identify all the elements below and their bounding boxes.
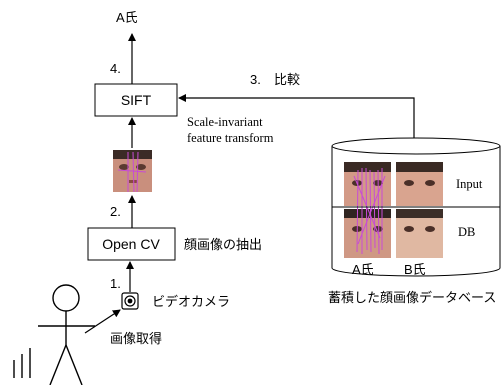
sift-caption-line2: feature transform — [187, 131, 274, 145]
arrow-acquire — [84, 309, 121, 334]
extract-label: 顔画像の抽出 — [184, 237, 262, 252]
camera-label: ビデオカメラ — [152, 294, 230, 309]
db-row-db-label: DB — [458, 225, 475, 239]
compare-label: 比較 — [274, 72, 300, 87]
db-row-input-label: Input — [456, 177, 483, 191]
opencv-box — [87, 227, 176, 261]
db-face-tiles — [332, 162, 500, 258]
step4-label: 4. — [110, 61, 121, 76]
person-a-label: A氏 — [352, 262, 374, 277]
motion-lines-icon — [13, 348, 31, 378]
acquire-label: 画像取得 — [110, 331, 162, 346]
step3-label: 3. — [250, 72, 261, 87]
extracted-face-image — [113, 150, 152, 193]
db-caption: 蓄積した顔画像データベース — [328, 290, 496, 305]
sift-box — [94, 83, 178, 117]
opencv-label: Open CV — [102, 236, 160, 252]
step2-label: 2. — [110, 204, 121, 219]
person-b-label: B氏 — [404, 262, 426, 277]
video-camera-icon — [121, 292, 139, 310]
person-figure — [38, 284, 95, 385]
compare-connector — [178, 94, 418, 147]
result-label: A氏 — [116, 10, 138, 25]
sift-caption-line1: Scale-invariant — [187, 115, 263, 129]
step1-label: 1. — [110, 276, 121, 291]
sift-label: SIFT — [121, 92, 152, 108]
